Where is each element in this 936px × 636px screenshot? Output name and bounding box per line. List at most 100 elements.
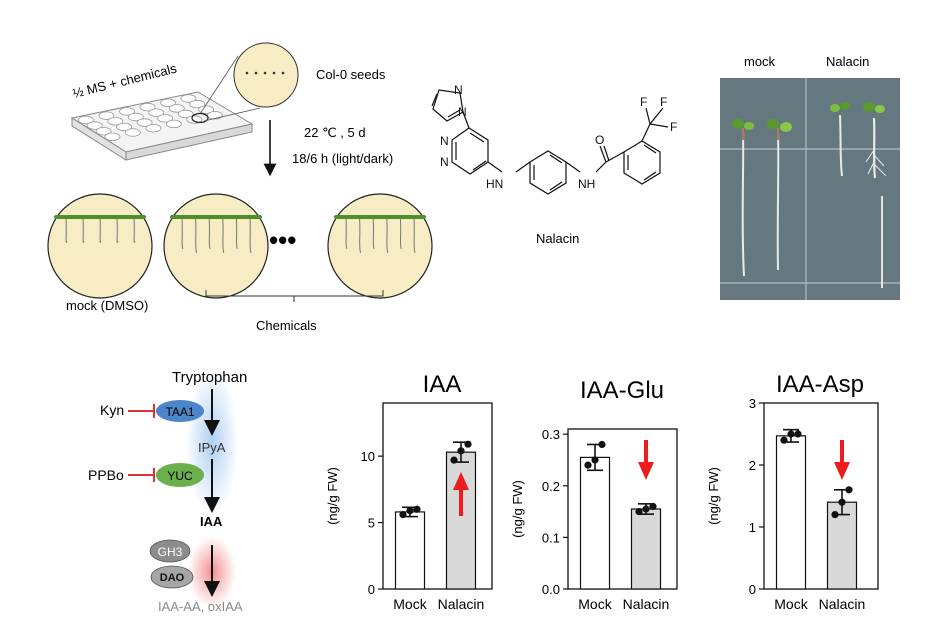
- y-axis-label: (ng/g FW): [706, 467, 721, 525]
- data-point: [831, 510, 839, 519]
- well: [95, 126, 112, 136]
- svg-text:F: F: [640, 95, 647, 109]
- petri-plate: [47, 193, 153, 299]
- svg-text:O: O: [595, 133, 604, 147]
- svg-text:N: N: [440, 134, 449, 148]
- yuc-label: YUC: [167, 469, 193, 483]
- seedling-root: [222, 218, 225, 254]
- seedling-root: [235, 218, 238, 250]
- nalacin-seedlings: [830, 102, 887, 179]
- x-tick-label: Nalacin: [623, 596, 670, 612]
- chemicals-label: Chemicals: [256, 318, 317, 333]
- chart-title: IAA-Asp: [776, 371, 864, 398]
- y-axis-label: (ng/g FW): [510, 480, 525, 538]
- gh3-enzyme: [149, 539, 191, 563]
- y-tick-label: 2: [749, 458, 756, 473]
- well: [119, 107, 135, 116]
- seedling-root: [372, 218, 375, 250]
- data-point: [845, 486, 853, 494]
- kyn-inhibit: [128, 404, 155, 418]
- well-zoom-circle: [233, 42, 299, 108]
- well: [180, 94, 197, 103]
- y-tick-label: 0: [749, 582, 756, 597]
- x-tick-label: Mock: [393, 596, 427, 612]
- well: [186, 115, 203, 124]
- seed-dots: [245, 71, 285, 75]
- y-tick-label: 0.3: [542, 427, 560, 442]
- seedling-root: [249, 218, 252, 254]
- chart-title: IAA: [423, 371, 462, 398]
- seedling-root: [399, 218, 402, 250]
- condition-light: 18/6 h (light/dark): [292, 151, 393, 166]
- data-point: [794, 430, 802, 438]
- chemicals-bracket: [205, 290, 384, 302]
- y-tick-label: 0.2: [542, 479, 560, 494]
- down-arrow-icon: [834, 440, 850, 480]
- well: [139, 102, 156, 112]
- seedling-root: [386, 218, 389, 254]
- petri-plate: [163, 193, 269, 299]
- data-point: [649, 502, 657, 511]
- well: [107, 117, 124, 126]
- well: [206, 111, 223, 120]
- svg-text:F: F: [670, 120, 677, 134]
- data-point: [838, 498, 846, 506]
- dao-enzyme: [150, 565, 194, 589]
- iaa-label: IAA: [200, 514, 223, 529]
- data-point: [598, 440, 606, 449]
- well: [116, 122, 132, 132]
- y-tick-label: 0.0: [542, 582, 560, 597]
- bar-mock: [775, 435, 807, 590]
- bar-mock: [579, 456, 611, 590]
- auxin-pathway: Tryptophan TAA1 Kyn IPyA YUC PPBo IAA GH…: [88, 368, 247, 614]
- svg-text:N: N: [440, 155, 449, 169]
- photo-label-nalacin: Nalacin: [826, 54, 869, 69]
- photo-label-mock: mock: [744, 54, 776, 69]
- svg-text:N: N: [454, 83, 463, 97]
- data-point: [399, 510, 407, 519]
- seedling-root: [195, 218, 198, 254]
- y-tick-label: 0: [368, 582, 375, 597]
- well: [198, 105, 215, 114]
- data-point: [413, 505, 421, 513]
- data-point: [787, 430, 795, 438]
- seedling-root: [345, 218, 348, 250]
- ppbo-label: PPBo: [88, 467, 124, 483]
- ipya-label: IPyA: [198, 440, 226, 455]
- plot-frame: [763, 402, 879, 590]
- data-point: [464, 440, 472, 448]
- medium-label: ½ MS + chemicals: [71, 60, 179, 100]
- y-tick-label: 1: [749, 520, 756, 535]
- well: [136, 118, 153, 127]
- well: [165, 119, 182, 129]
- well: [189, 99, 206, 109]
- x-tick-label: Mock: [774, 596, 808, 612]
- yuc-enzyme: [156, 463, 204, 487]
- svg-text:HN: HN: [486, 177, 503, 191]
- taa1-label: TAA1: [165, 405, 194, 419]
- y-tick-label: 0.1: [542, 530, 560, 545]
- well-plate-icon: [70, 91, 254, 161]
- seedling-root: [133, 218, 136, 243]
- y-tick-label: 3: [749, 396, 756, 411]
- chart-title: IAA-Glu: [580, 377, 664, 404]
- svg-text:N: N: [458, 105, 467, 119]
- seedling-photo: mock Nalacin: [720, 54, 900, 300]
- x-tick-label: Nalacin: [438, 596, 485, 612]
- seedling-root: [413, 218, 416, 254]
- structure-atom-labels: N N N N HN NH O F F F: [440, 83, 677, 191]
- well: [148, 108, 165, 117]
- well: [98, 111, 115, 120]
- dao-label: DAO: [160, 572, 185, 584]
- seeds-label: Col-0 seeds: [316, 67, 386, 82]
- seedling-root: [82, 218, 85, 243]
- mock-seedlings: [732, 119, 792, 277]
- well: [177, 109, 194, 119]
- well: [104, 132, 121, 141]
- ppbo-inhibit: [128, 468, 155, 482]
